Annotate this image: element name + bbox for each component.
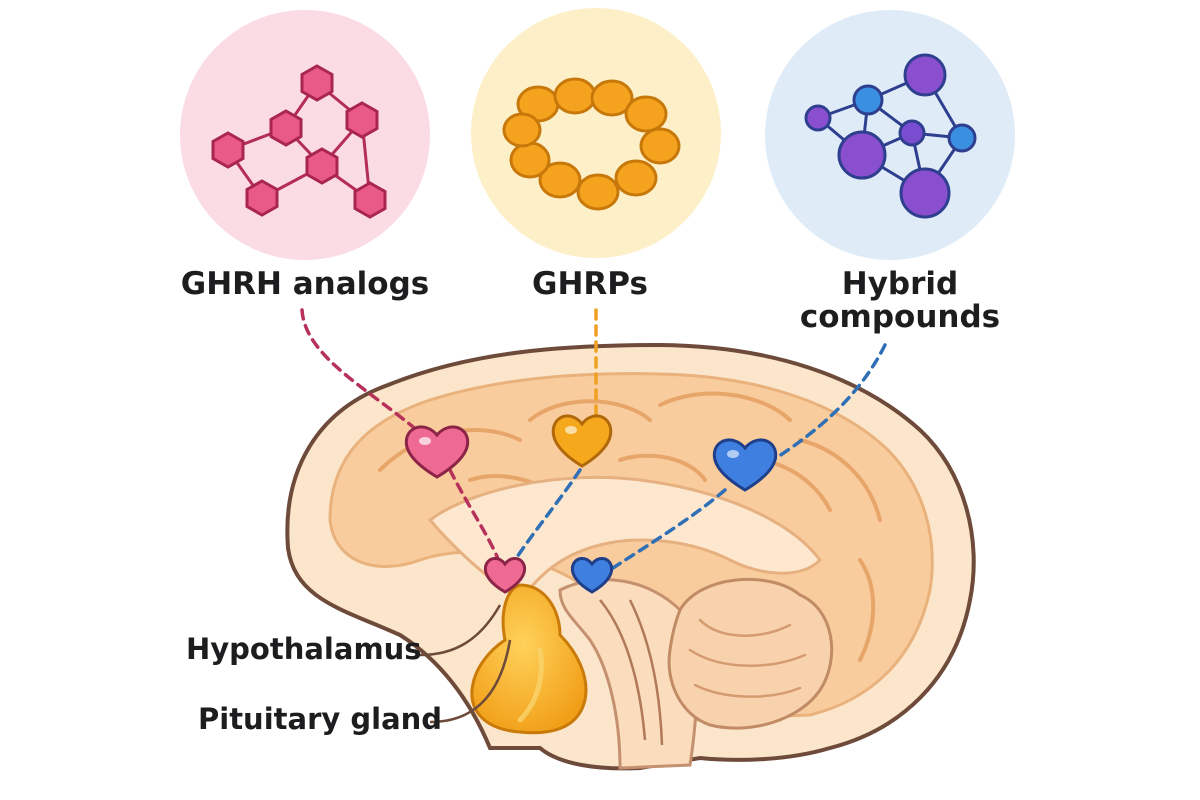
hypothalamus-label: Hypothalamus xyxy=(186,632,422,666)
hypothalamus-blue-heart-icon xyxy=(570,557,614,594)
ghrh-circle xyxy=(180,10,430,260)
connector-hybrid-to-hypothalamus xyxy=(608,488,727,572)
ghrh-analogs-label: GHRH analogs xyxy=(180,266,430,302)
ring-peptide-icon xyxy=(502,77,681,211)
connector-ghrh-to-receptor xyxy=(300,308,430,442)
pituitary-gland-label: Pituitary gland xyxy=(198,702,443,736)
anatomy-leader-lines xyxy=(419,604,512,724)
pituitary-gland xyxy=(470,583,588,735)
hybrid-compounds-label: Hybrid compounds xyxy=(770,268,1030,333)
connector-hybrid-to-receptor xyxy=(768,343,887,464)
hypothalamus-pink-heart-icon xyxy=(483,557,527,594)
cerebellum xyxy=(667,577,834,730)
ghrps-label: GHRPs xyxy=(532,266,648,302)
hexagon-molecule-icon xyxy=(211,64,387,219)
ball-molecule-icon xyxy=(804,53,977,219)
hybrid-label-line-1: Hybrid xyxy=(841,266,959,302)
hypothalamus-leader xyxy=(419,604,502,657)
receptor-ghrps-icon xyxy=(551,414,613,468)
hybrid-label-line-2: compounds xyxy=(799,298,1001,335)
brainstem xyxy=(558,578,699,770)
pituitary-leader xyxy=(429,639,512,724)
hybrid-circle xyxy=(765,10,1015,260)
receptor-ghrh-icon xyxy=(404,425,470,479)
connector-ghrps-to-hypothalamus xyxy=(513,468,582,562)
receptor-hybrid-icon xyxy=(712,438,778,492)
ghrps-circle xyxy=(471,8,721,258)
